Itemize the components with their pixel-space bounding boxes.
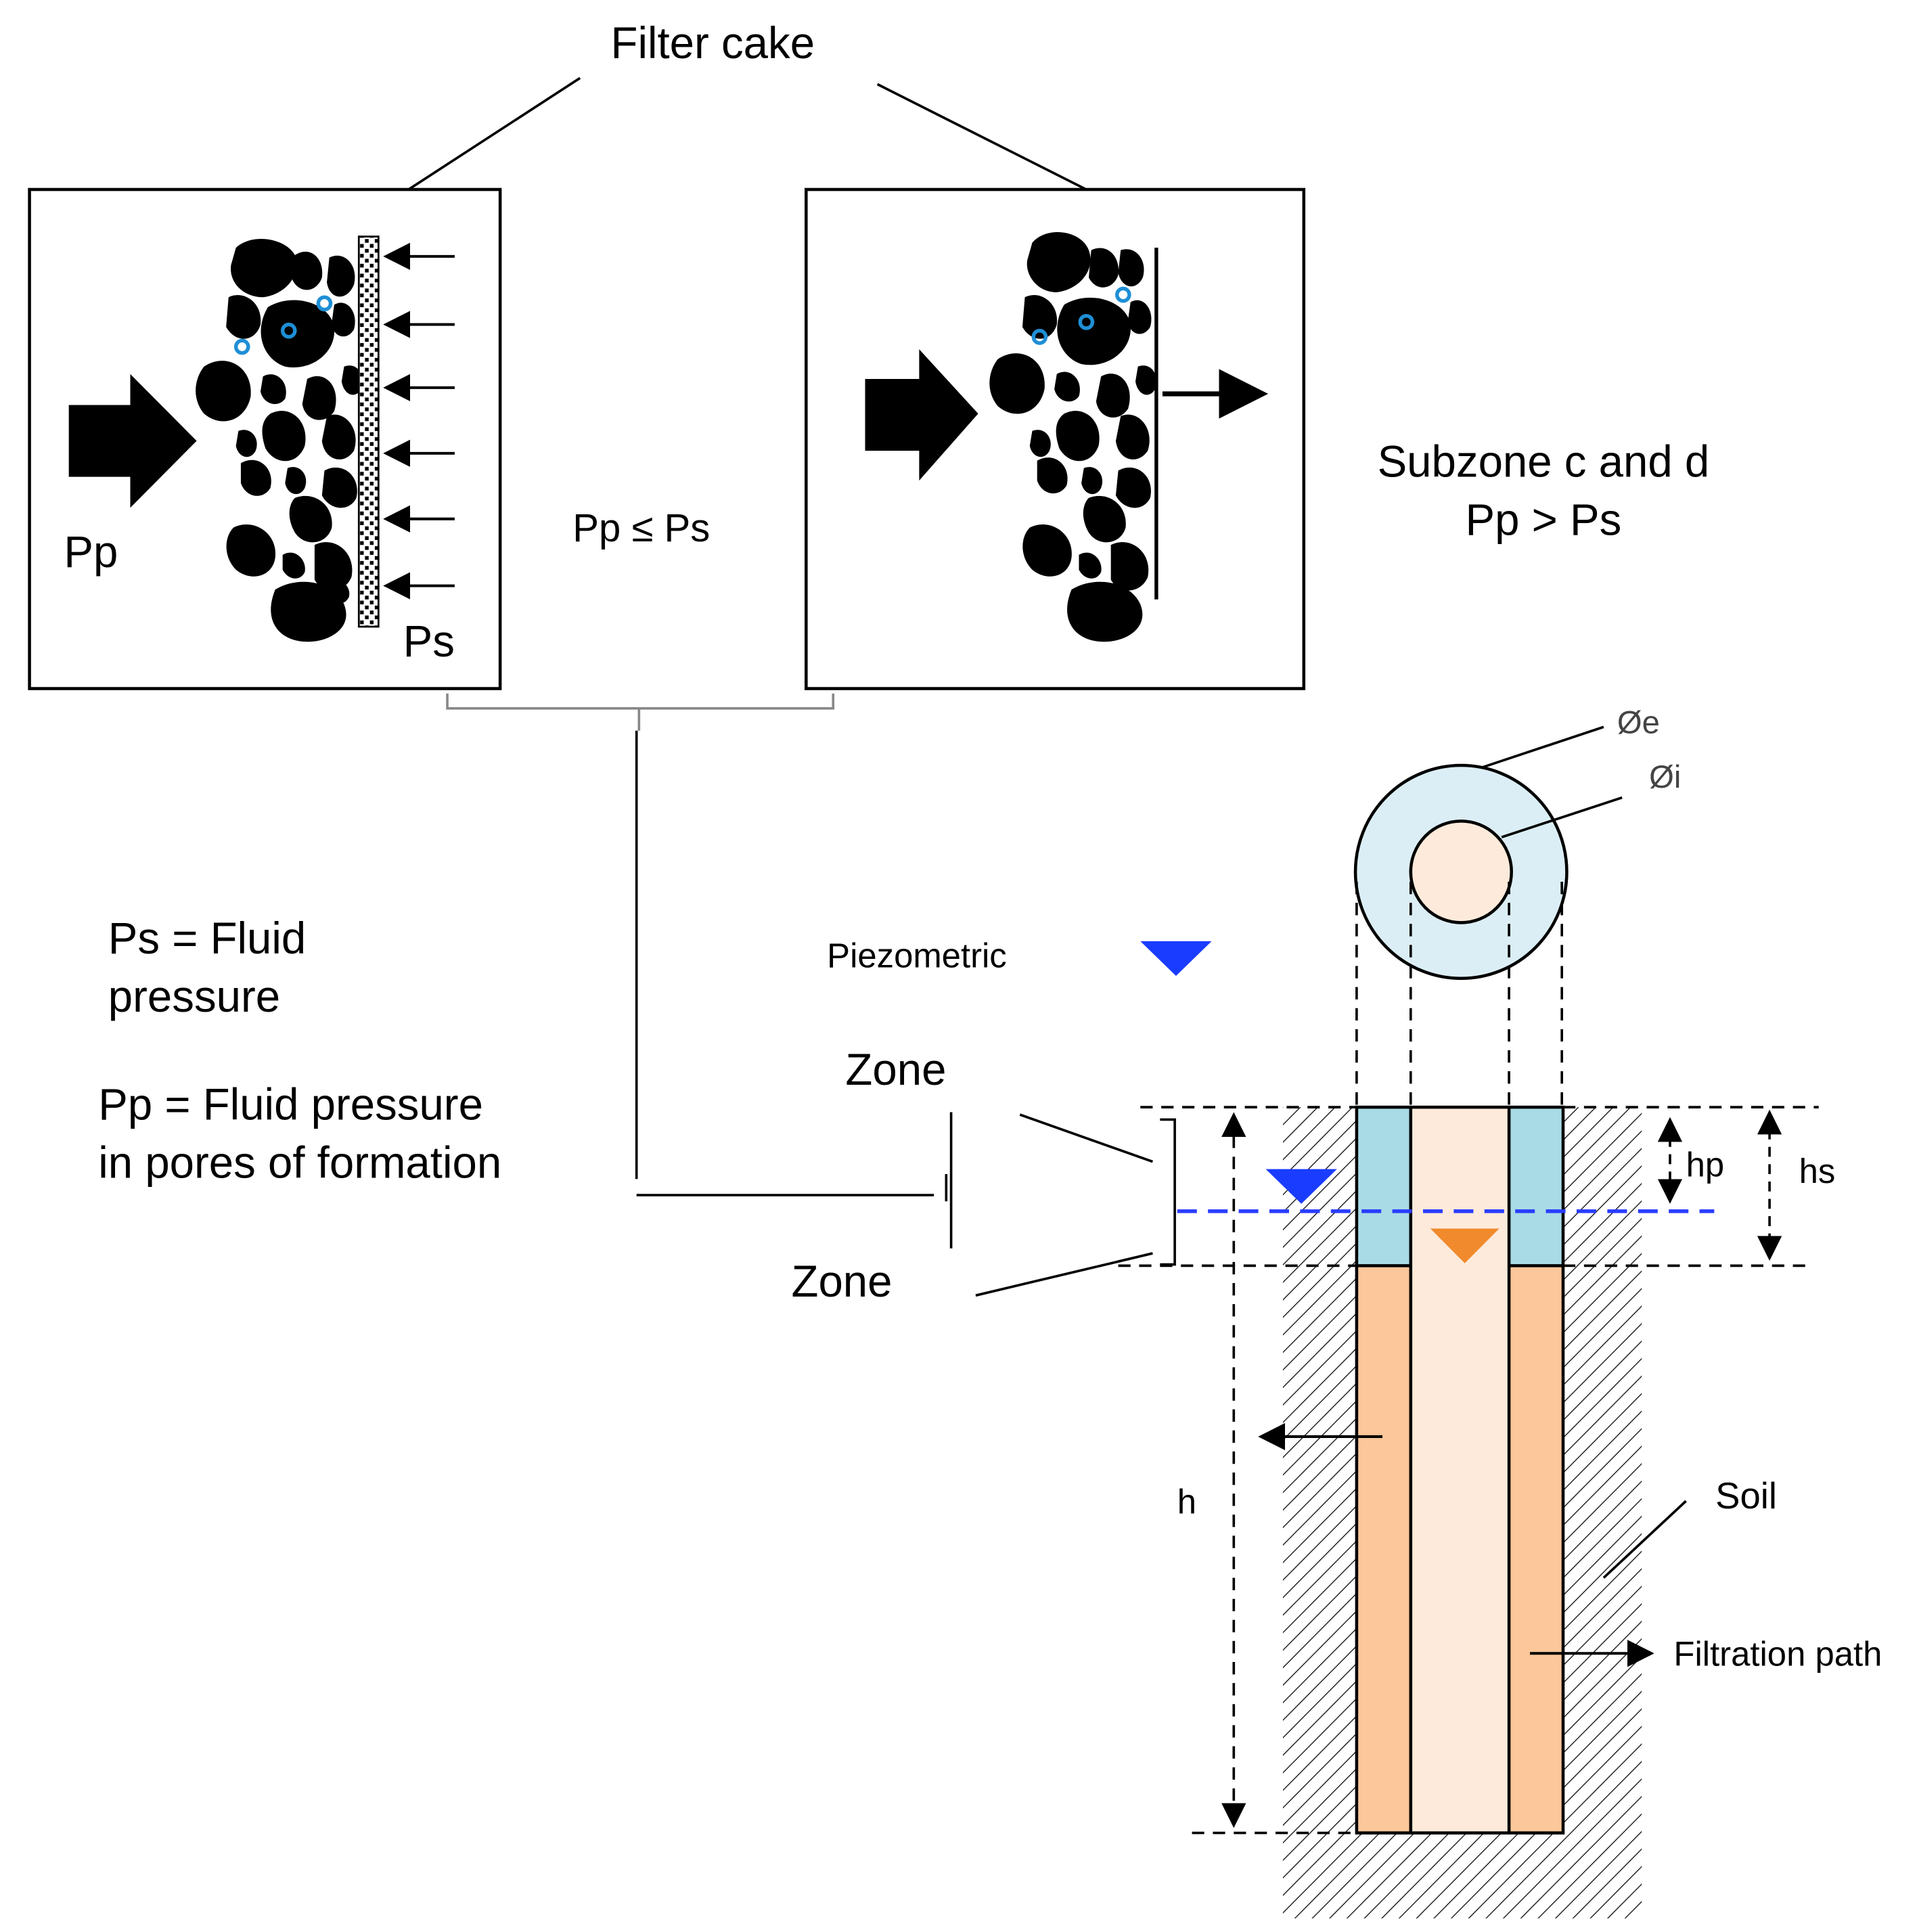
pore-water-left — [233, 295, 333, 355]
bracket-connector — [446, 693, 953, 1249]
slurry-level-marker — [1430, 1228, 1499, 1263]
diam-ext-label: Øe — [1617, 704, 1660, 740]
subzone-title: Subzone c and d — [1378, 436, 1710, 486]
zone-top-leader — [1019, 1113, 1154, 1163]
pp-push-arrow-left — [68, 374, 197, 508]
reference-lines — [1118, 1106, 1819, 1835]
piezometric-level-marker — [1140, 941, 1212, 976]
filtration-path-label: Filtration path — [1673, 1634, 1882, 1673]
annulus-right-upper — [1509, 1107, 1563, 1266]
soil-grains-right — [989, 232, 1156, 642]
pp-definition-line2: in pores of formation — [98, 1138, 501, 1187]
soil-grains-left — [196, 239, 363, 642]
pore-water-right — [1031, 286, 1131, 345]
diam-ext-leader — [1480, 725, 1604, 769]
pp-label-left: Pp — [64, 527, 118, 577]
ps-arrows — [383, 242, 455, 600]
soil-leader — [1602, 1500, 1687, 1579]
hp-label: hp — [1686, 1145, 1725, 1184]
ps-definition-line1: Ps = Fluid — [108, 914, 306, 963]
subzone-condition: Pp > Ps — [1466, 495, 1622, 544]
pile-cross-section: Øe Øi — [1353, 704, 1681, 981]
left-box: Pp Ps — [28, 187, 502, 690]
projection-lines — [1355, 882, 1563, 1106]
inner-core-circle — [1409, 819, 1513, 924]
annulus-right-lower — [1509, 1265, 1563, 1833]
condition-left-label: Pp ≤ Ps — [572, 506, 710, 550]
zone-top-label: Zone — [845, 1045, 946, 1094]
zone-bracket — [1160, 1118, 1176, 1266]
water-level-marker — [1265, 1169, 1337, 1204]
diam-int-label: Øi — [1649, 759, 1681, 795]
annulus-left-lower — [1356, 1265, 1411, 1833]
zone-bottom-leader — [975, 1252, 1153, 1297]
ps-definition-line2: pressure — [108, 972, 280, 1021]
pile-core — [1410, 1107, 1510, 1833]
piezometric-label: Piezometric — [827, 936, 1007, 974]
pp-definition-line1: Pp = Fluid pressure — [98, 1079, 483, 1129]
soil-label: Soil — [1715, 1475, 1777, 1517]
zone-bottom-label: Zone — [792, 1257, 893, 1306]
h-label: h — [1177, 1482, 1196, 1521]
annulus-left-upper — [1356, 1107, 1411, 1266]
filter-cake-strip — [357, 235, 380, 628]
diam-int-leader — [1501, 796, 1623, 838]
pp-push-arrow-right — [865, 349, 978, 481]
filter-cake-label: Filter cake — [611, 18, 815, 68]
hs-label: hs — [1799, 1152, 1836, 1190]
right-box — [805, 187, 1306, 690]
ps-label-left: Ps — [403, 616, 455, 666]
pile-outlines — [1355, 1105, 1565, 1835]
